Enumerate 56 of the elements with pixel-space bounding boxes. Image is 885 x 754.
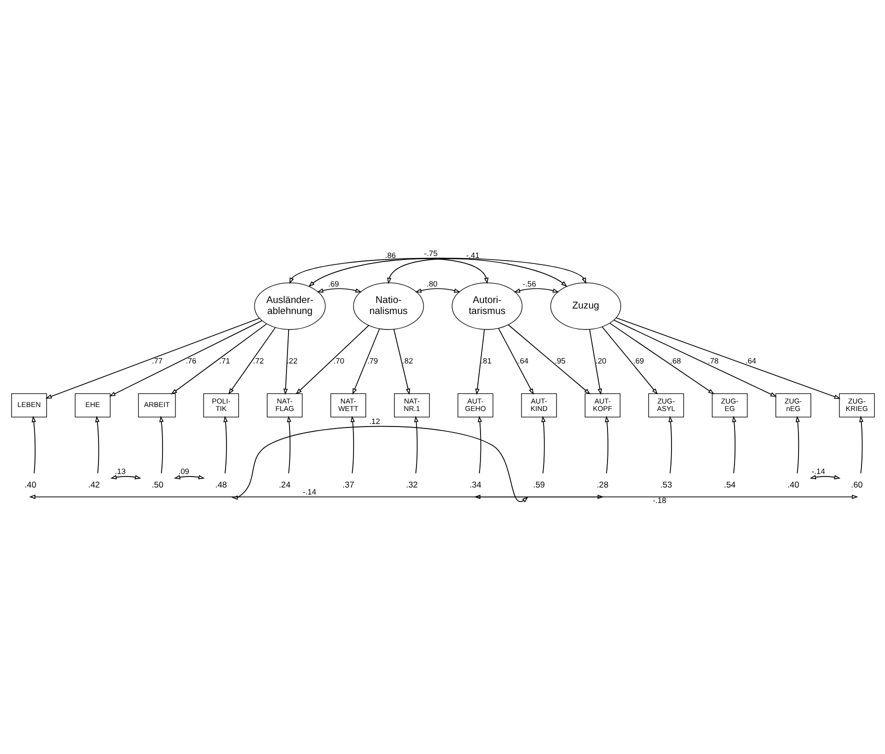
arrow <box>731 415 736 474</box>
arrow <box>588 328 602 394</box>
arrow <box>858 415 863 474</box>
arrow <box>228 326 276 394</box>
arrow <box>288 257 586 284</box>
arrow <box>474 494 858 499</box>
arrow <box>608 322 714 394</box>
arrow <box>350 415 354 474</box>
arrow <box>170 323 266 394</box>
node-text: .28 <box>596 478 608 489</box>
arrow <box>604 415 609 474</box>
arrow <box>613 319 776 396</box>
arrow <box>108 320 262 396</box>
node-text: .48 <box>214 478 226 489</box>
arrow <box>31 415 36 474</box>
node-text: .60 <box>850 478 862 489</box>
arrow <box>513 288 559 292</box>
arrow <box>498 327 534 394</box>
arrow <box>414 415 418 474</box>
arrow <box>158 415 164 474</box>
node-text: .37 <box>342 478 354 489</box>
arrow <box>286 415 291 474</box>
arrow <box>507 324 590 394</box>
arrow <box>295 324 369 394</box>
node-text: .42 <box>88 478 100 489</box>
node-text: .40 <box>786 478 799 489</box>
arrow <box>615 316 840 398</box>
node-text: .50 <box>151 478 163 489</box>
arrow <box>44 317 260 398</box>
arrow <box>110 474 141 479</box>
node-text: .54 <box>723 478 736 489</box>
arrow <box>414 288 460 292</box>
arrow <box>222 415 228 474</box>
arrow <box>477 415 482 474</box>
arrow <box>173 474 204 479</box>
arrow <box>809 474 840 479</box>
arrow <box>282 328 289 394</box>
arrow <box>540 415 546 474</box>
node-text: .32 <box>406 478 418 489</box>
arrow <box>386 258 567 286</box>
arrow <box>601 326 658 394</box>
node-text: .59 <box>532 478 544 489</box>
arrow <box>316 288 362 292</box>
arrow <box>231 425 528 502</box>
node-text: .34 <box>469 478 481 489</box>
arrow <box>795 415 800 474</box>
node-text: .24 <box>278 478 290 489</box>
arrow <box>28 494 604 499</box>
arrow <box>392 328 410 394</box>
node-text: .53 <box>660 478 672 489</box>
arrow <box>308 258 488 286</box>
arrow <box>474 328 484 394</box>
node-text: .40 <box>24 478 36 489</box>
arrow <box>352 328 380 394</box>
arrow <box>94 415 100 474</box>
arrow <box>668 415 672 474</box>
